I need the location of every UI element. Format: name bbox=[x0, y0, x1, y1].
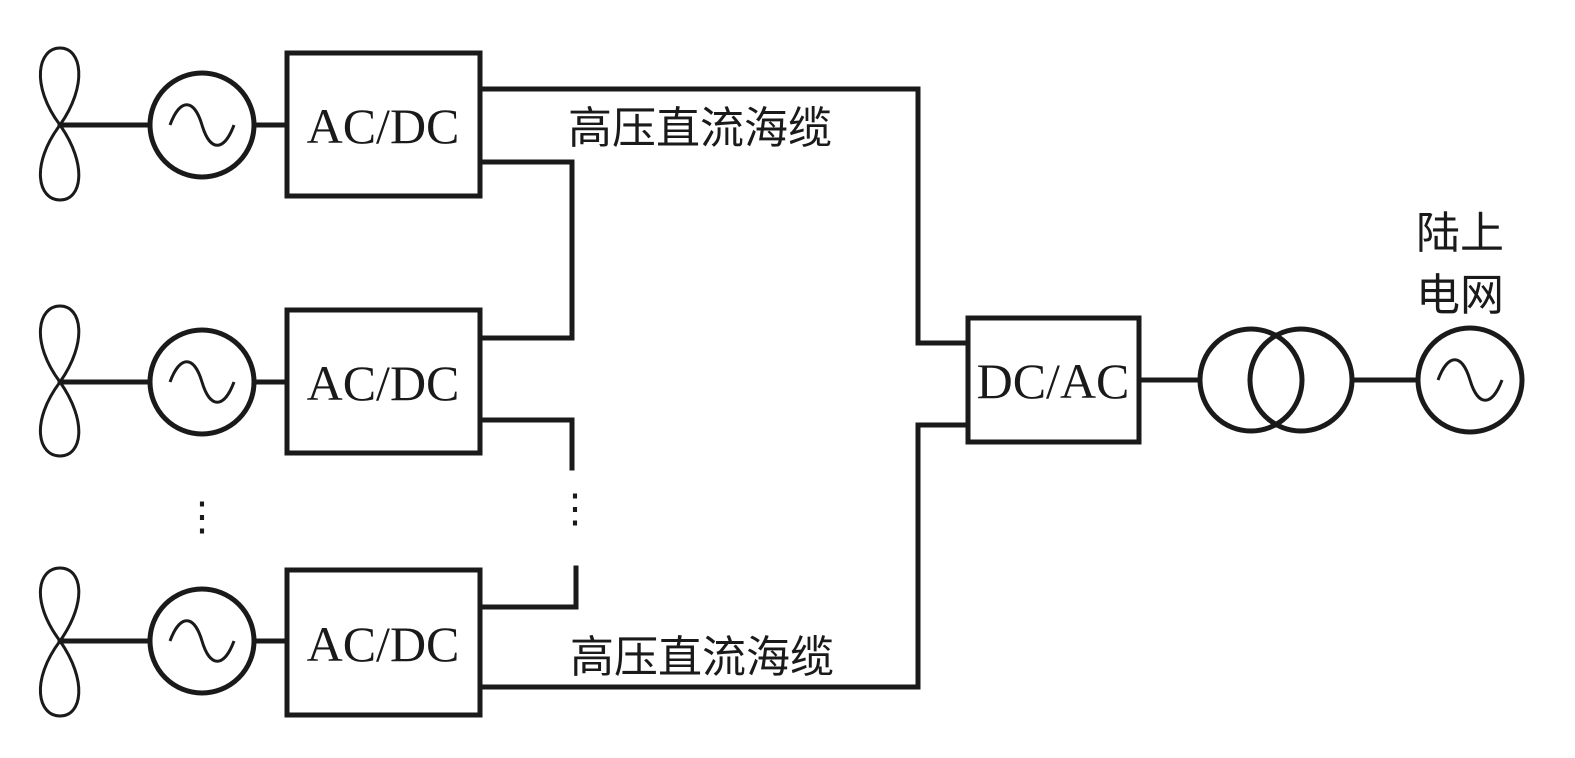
series-link-1-2 bbox=[477, 159, 575, 341]
wind-turbine-3 bbox=[38, 566, 81, 718]
grid-circle bbox=[1415, 325, 1525, 435]
ac-sine-icon bbox=[168, 619, 236, 663]
generator-1 bbox=[147, 70, 257, 180]
turbine-blade-icon bbox=[38, 304, 81, 385]
ac-dc-converter-2 bbox=[284, 307, 483, 456]
bus-ellipsis: ⋮ bbox=[555, 486, 595, 531]
turbine-blade-icon bbox=[38, 638, 81, 718]
hvdc-cable-top bbox=[477, 86, 971, 346]
turbine-blade-icon bbox=[38, 379, 81, 458]
hvdc-cable-label-top: 高压直流海缆 bbox=[568, 103, 832, 154]
ac-dc-label-2: AC/DC bbox=[307, 355, 460, 411]
ac-sine-icon bbox=[168, 103, 236, 147]
hvdc-cable-label-bottom: 高压直流海缆 bbox=[570, 632, 834, 683]
grid-source bbox=[1415, 325, 1525, 435]
ac-sine-icon bbox=[1436, 358, 1504, 402]
turbine-blade-icon bbox=[38, 46, 81, 128]
ac-dc-converter-3 bbox=[284, 567, 483, 718]
series-link-3-up bbox=[477, 565, 579, 610]
dc-ac-label: DC/AC bbox=[977, 353, 1130, 409]
transformer-icon bbox=[1197, 326, 1355, 434]
turbine-blade-icon bbox=[38, 122, 81, 202]
dc-ac-inverter bbox=[965, 315, 1142, 445]
ac-sine-icon bbox=[168, 360, 236, 404]
grid-label-line1: 陆上 bbox=[1416, 208, 1504, 259]
ac-dc-converter-1 bbox=[284, 50, 483, 199]
ac-dc-label-1: AC/DC bbox=[307, 98, 460, 154]
ac-dc-label-3: AC/DC bbox=[307, 616, 460, 672]
wind-turbine-1 bbox=[38, 46, 81, 202]
turbine-blade-icon bbox=[38, 566, 81, 644]
generator-2 bbox=[147, 327, 257, 437]
generator-3 bbox=[147, 586, 257, 696]
turbine-ellipsis: ⋮ bbox=[182, 494, 222, 539]
series-link-2-down bbox=[477, 417, 575, 471]
hvdc-cable-bottom bbox=[477, 422, 971, 690]
wind-turbine-2 bbox=[38, 304, 81, 458]
grid-label-line2: 电网 bbox=[1416, 270, 1504, 321]
